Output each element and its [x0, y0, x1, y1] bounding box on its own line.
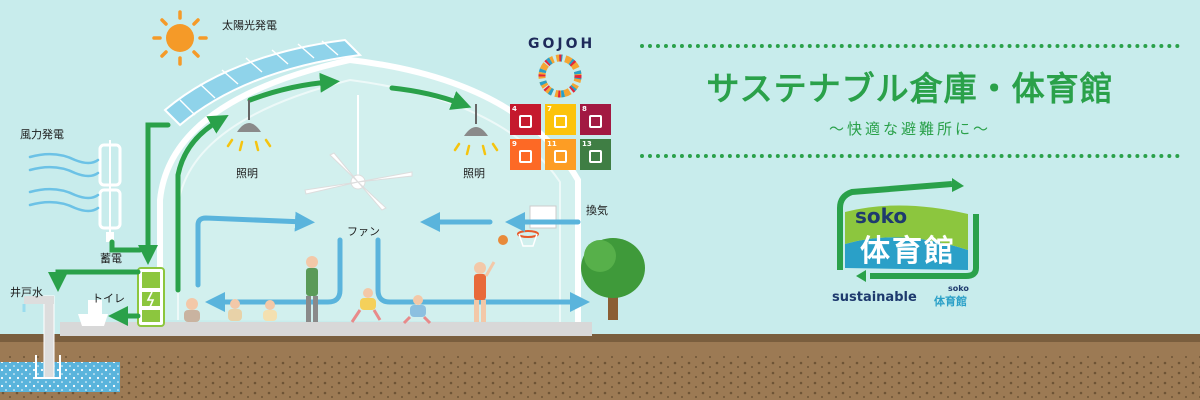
label-ventilation: 換気 [586, 203, 608, 217]
label-well: 井戸水 [10, 285, 43, 299]
buildings-icon [554, 150, 567, 163]
person-sitting-3 [263, 300, 277, 321]
sdg-goal-tile: 7 [545, 104, 576, 135]
wind-turbine-icon [98, 140, 122, 242]
person-sitting-1 [184, 298, 200, 322]
page-subtitle: 〜快適な避難所に〜 [828, 120, 991, 138]
tagline-main: 体育館 [934, 295, 967, 308]
label-toilet: トイレ [92, 292, 125, 305]
solar-panel-icon [163, 38, 363, 127]
tagline-sustainable: sustainable [832, 290, 917, 305]
ceiling-lamp-icon-right [453, 104, 499, 156]
sdg-goal-number: 4 [512, 105, 517, 113]
sdg-goal-tile: 9 [510, 139, 541, 170]
building-dome [157, 56, 581, 322]
toilet-icon [78, 300, 108, 326]
sun-icon [152, 10, 208, 66]
sdg-goal-number: 9 [512, 140, 517, 148]
person-shooting [474, 261, 496, 322]
tagline-soko: soko [948, 284, 969, 293]
person-standing [306, 256, 318, 322]
soko-gym-badge [837, 178, 979, 282]
dotted-divider-top [640, 44, 1180, 48]
sdg-goal-number: 11 [547, 140, 557, 148]
label-wind: 風力発電 [20, 127, 64, 141]
badge-soko-text: soko [855, 204, 908, 228]
well-pump-icon [22, 295, 61, 379]
label-battery: 蓄電 [100, 252, 122, 265]
air-flow-arrows [195, 211, 590, 312]
sdg-goal-tile: 13 [580, 139, 611, 170]
gojoh-logo: GOJOH [528, 36, 596, 52]
person-kneeling [402, 295, 432, 325]
sdg-goal-number: 8 [582, 105, 587, 113]
growth-chart-icon [589, 115, 602, 128]
page-title: サステナブル倉庫・体育館 [706, 69, 1114, 108]
ceiling-fan-icon [304, 95, 413, 211]
people-figures [184, 256, 496, 325]
wind-gust-icon [28, 152, 100, 213]
label-light-left: 照明 [236, 167, 258, 180]
tree-icon [581, 238, 645, 320]
label-light-right: 照明 [463, 167, 485, 180]
person-jumping [350, 288, 382, 323]
sdg-wheel-icon [538, 54, 582, 98]
sdg-goal-number: 13 [582, 140, 592, 148]
badge-main-text: 体育館 [860, 234, 956, 269]
eye-globe-icon [589, 150, 602, 163]
sdg-goal-tile: 11 [545, 139, 576, 170]
battery-icon [137, 267, 165, 327]
ground [0, 334, 1200, 400]
ceiling-lamp-icon-left [226, 100, 272, 152]
cubes-icon [519, 150, 532, 163]
dotted-divider-bottom [640, 154, 1180, 158]
sdg-goal-tile: 4 [510, 104, 541, 135]
book-icon [519, 115, 532, 128]
sun-icon [554, 115, 567, 128]
energy-flow-arrows [48, 72, 472, 326]
label-solar: 太陽光発電 [222, 18, 277, 32]
person-sitting-2 [228, 299, 242, 321]
sdg-goal-tile: 8 [580, 104, 611, 135]
sdg-goal-number: 7 [547, 105, 552, 113]
label-fan: ファン [347, 225, 380, 238]
building-floor [60, 322, 592, 336]
